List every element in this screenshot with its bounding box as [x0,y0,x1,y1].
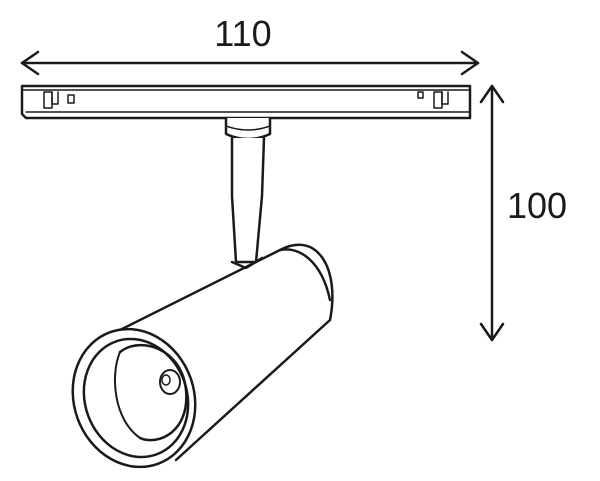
width-dimension-label: 110 [214,13,271,54]
lamp-reflector-edge [114,351,141,439]
width-arrow-left [20,50,40,76]
track-rail [20,84,472,120]
stem-arm-body [230,136,266,264]
track-rail-body [20,84,472,120]
track-right-connector [417,91,449,109]
track-left-connector [43,91,75,109]
height-arrow-top [479,84,505,104]
stem-arm [230,136,266,264]
lamp-front [71,327,197,469]
width-dimension: 110 [20,13,480,76]
adapter-collar [224,116,272,141]
height-dimension-label: 100 [507,185,567,226]
lamp-mount-bracket [230,256,264,270]
lamp-led-core [161,374,171,386]
lamp-reflector-inner [118,343,188,442]
width-arrow-right [460,50,480,76]
height-dimension: 100 [479,84,567,342]
height-arrow-bottom [479,322,505,342]
lamp-back-cap [278,248,332,302]
